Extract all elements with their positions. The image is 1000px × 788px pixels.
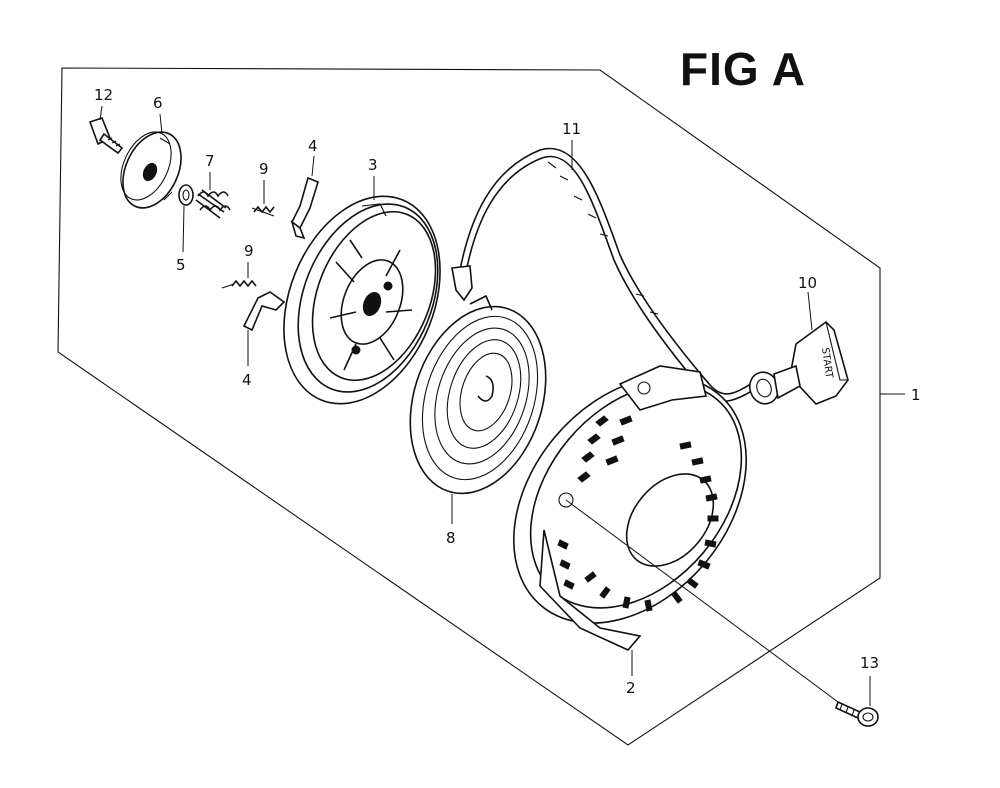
- callout-6-leader: [159, 113, 163, 135]
- figure-title: FIG A: [680, 43, 806, 95]
- part-7-spring: [195, 189, 231, 219]
- case-vent-slots: [557, 415, 719, 612]
- callout-9a: 9: [259, 160, 269, 178]
- part-8-recoil-spring: [409, 294, 547, 495]
- part-5-washer: [178, 184, 194, 206]
- callout-13: 13: [860, 654, 879, 672]
- callout-10: 10: [798, 274, 817, 292]
- callout-6: 6: [153, 94, 163, 112]
- callout-4b: 4: [242, 371, 252, 389]
- callout-5-leader: [182, 205, 185, 253]
- callout-3: 3: [368, 156, 378, 174]
- callout-1: 1: [911, 386, 921, 404]
- callout-5: 5: [176, 256, 186, 274]
- handle-start-label: START: [819, 347, 834, 380]
- part-4-pawl-upper: [290, 176, 319, 240]
- part-2-starter-case: [512, 365, 748, 651]
- callout-11: 11: [562, 120, 581, 138]
- callout-2: 2: [626, 679, 636, 697]
- part-4-pawl-lower: [242, 291, 286, 332]
- part-9-spring-lower: [221, 279, 257, 289]
- part-13-bolt: [835, 700, 879, 727]
- part-3-reel: [283, 195, 441, 405]
- callout-8: 8: [446, 529, 456, 547]
- part-13-leader: [565, 499, 839, 703]
- callout-12: 12: [94, 86, 113, 104]
- part-12-bolt: [88, 117, 124, 155]
- part-6-ratchet: [120, 131, 182, 209]
- callout-7: 7: [205, 152, 215, 170]
- callout-4a: 4: [308, 137, 318, 155]
- callout-4a-leader: [311, 155, 315, 177]
- callout-12-leader: [99, 105, 103, 121]
- callout-10-leader: [807, 291, 813, 331]
- part-10-handle: START: [748, 320, 849, 405]
- callout-9b: 9: [244, 242, 254, 260]
- part-9-spring-upper: [251, 205, 275, 217]
- assembly-boundary: [57, 67, 881, 746]
